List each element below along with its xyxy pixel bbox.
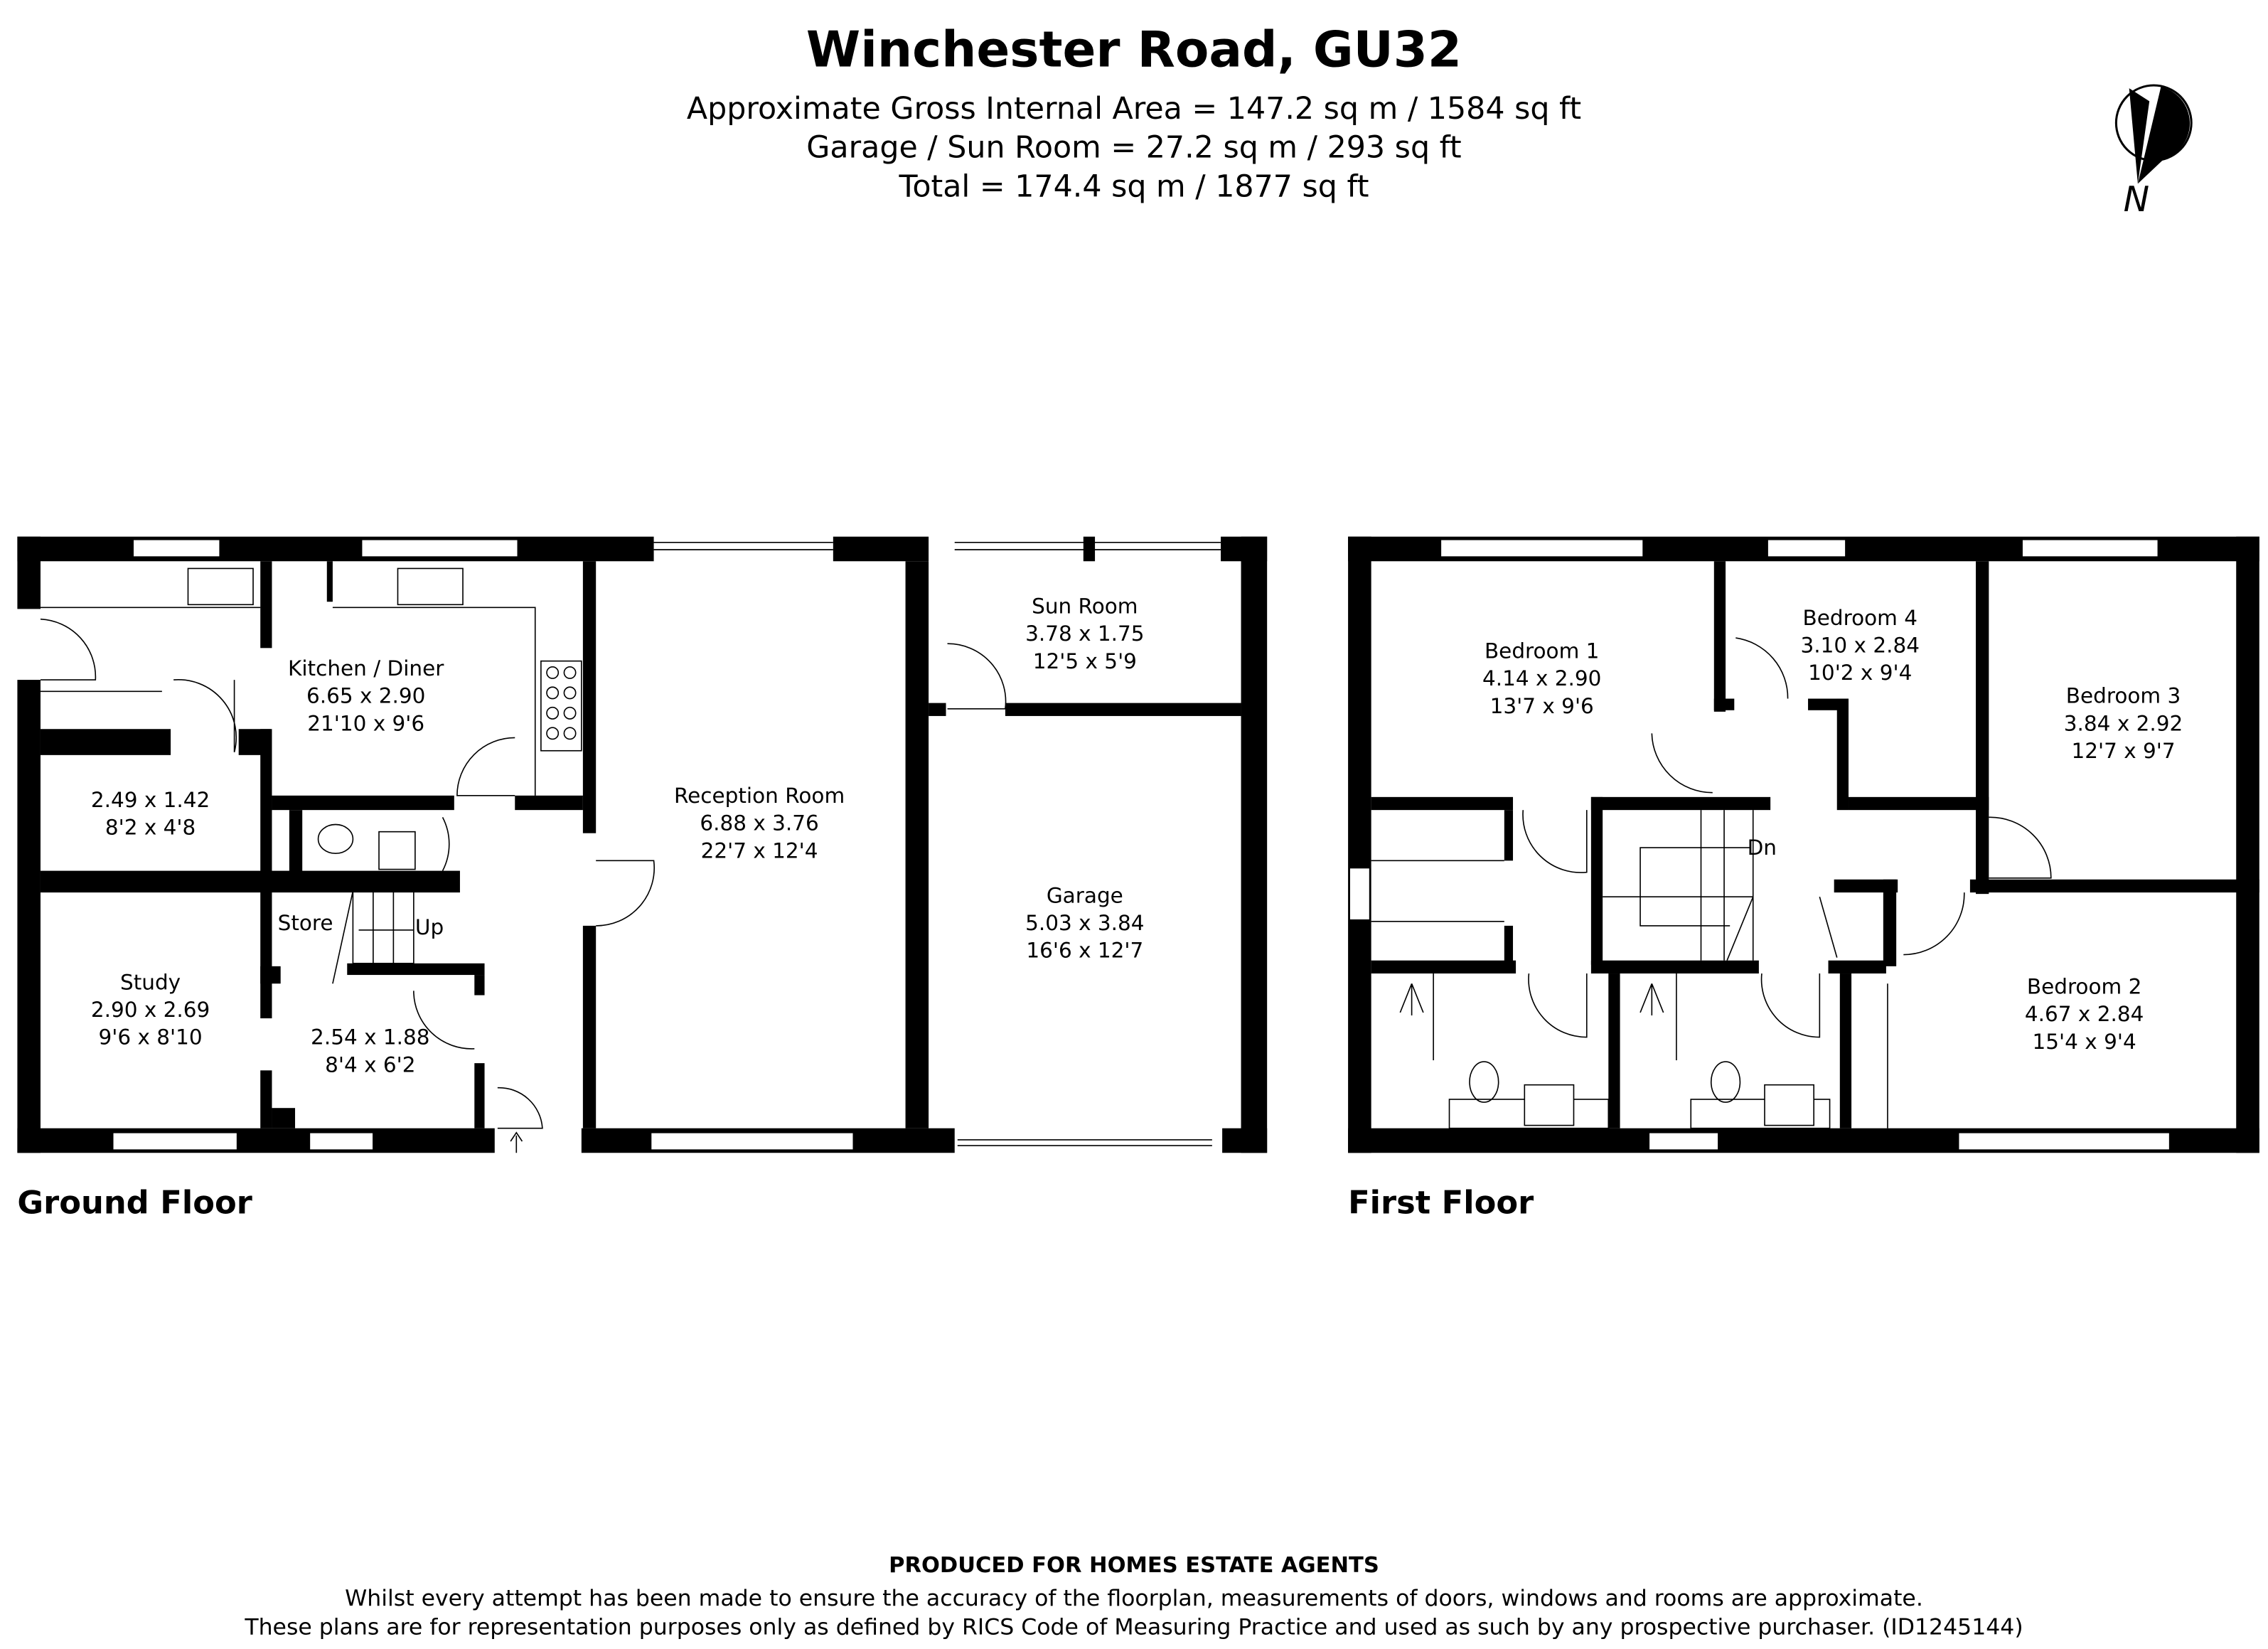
room-kitchen-diner: Kitchen / Diner 6.65 x 2.90 21'10 x 9'6 — [288, 656, 444, 735]
room-metric: 3.84 x 2.92 — [2064, 711, 2183, 735]
room-metric: 2.49 x 1.42 — [91, 788, 210, 812]
room-metric: 3.78 x 1.75 — [1025, 621, 1145, 646]
room-imperial: 13'7 x 9'6 — [1490, 694, 1594, 718]
room-imperial: 12'7 x 9'7 — [2071, 739, 2175, 763]
ground-floor-label: Ground Floor — [17, 1184, 252, 1222]
room-metric: 2.54 x 1.88 — [311, 1025, 430, 1050]
ground-floor-plan: Kitchen / Diner 6.65 x 2.90 21'10 x 9'6 … — [17, 536, 1268, 1153]
store-label: Store — [278, 911, 333, 935]
room-imperial: 8'4 x 6'2 — [325, 1052, 415, 1077]
room-name: Sun Room — [1032, 594, 1138, 619]
room-imperial: 22'7 x 12'4 — [701, 838, 818, 863]
room-name: Kitchen / Diner — [288, 656, 444, 681]
room-bedroom-2: Bedroom 2 4.67 x 2.84 15'4 x 9'4 — [2025, 975, 2144, 1054]
room-name: Bedroom 4 — [1803, 606, 1918, 630]
room-name: Reception Room — [674, 784, 845, 808]
room-bedroom-4: Bedroom 4 3.10 x 2.84 10'2 x 9'4 — [1801, 606, 1920, 685]
room-sun-room: Sun Room 3.78 x 1.75 12'5 x 5'9 — [1025, 594, 1145, 673]
first-floor-plan: Bedroom 1 4.14 x 2.90 13'7 x 9'6 Bedroom… — [1348, 536, 2259, 1153]
room-metric: 6.65 x 2.90 — [306, 684, 426, 708]
room-metric: 6.88 x 3.76 — [700, 811, 819, 836]
room-metric: 4.67 x 2.84 — [2025, 1002, 2144, 1026]
room-metric: 3.10 x 2.84 — [1801, 633, 1920, 657]
page-title: Winchester Road, GU32 — [806, 22, 1462, 79]
disclaimer-line-2: These plans are for representation purpo… — [244, 1615, 2023, 1640]
room-hall-area: 2.54 x 1.88 8'4 x 6'2 — [311, 1025, 430, 1077]
stairs-down-label: Dn — [1748, 836, 1777, 860]
room-imperial: 16'6 x 12'7 — [1026, 939, 1143, 963]
compass-label: N — [2124, 179, 2150, 220]
room-bedroom-1: Bedroom 1 4.14 x 2.90 13'7 x 9'6 — [1482, 639, 1602, 718]
first-floor-label: First Floor — [1348, 1184, 1534, 1222]
room-imperial: 9'6 x 8'10 — [98, 1025, 202, 1050]
room-metric: 4.14 x 2.90 — [1482, 666, 1602, 690]
stairs-up-label: Up — [415, 915, 444, 939]
area-gross: Approximate Gross Internal Area = 147.2 … — [687, 91, 1581, 127]
room-reception: Reception Room 6.88 x 3.76 22'7 x 12'4 — [674, 784, 845, 863]
producer-credit: PRODUCED FOR HOMES ESTATE AGENTS — [889, 1553, 1379, 1578]
room-imperial: 8'2 x 4'8 — [105, 816, 196, 840]
room-garage: Garage 5.03 x 3.84 16'6 x 12'7 — [1025, 883, 1145, 962]
room-name: Garage — [1047, 883, 1123, 907]
area-garage: Garage / Sun Room = 27.2 sq m / 293 sq f… — [806, 130, 1461, 166]
north-arrow-icon: N — [2114, 84, 2193, 220]
room-imperial: 12'5 x 5'9 — [1033, 649, 1137, 673]
room-imperial: 15'4 x 9'4 — [2033, 1030, 2136, 1054]
room-name: Study — [120, 970, 181, 994]
room-metric: 5.03 x 3.84 — [1025, 911, 1145, 935]
room-imperial: 21'10 x 9'6 — [307, 711, 424, 735]
disclaimer-line-1: Whilst every attempt has been made to en… — [345, 1586, 1923, 1611]
room-study: Study 2.90 x 2.69 9'6 x 8'10 — [91, 970, 210, 1049]
room-name: Bedroom 1 — [1485, 639, 1600, 663]
room-imperial: 10'2 x 9'4 — [1808, 661, 1912, 685]
room-utility: 2.49 x 1.42 8'2 x 4'8 — [91, 788, 210, 840]
area-total: Total = 174.4 sq m / 1877 sq ft — [898, 169, 1369, 205]
room-name: Bedroom 3 — [2066, 684, 2181, 708]
room-metric: 2.90 x 2.69 — [91, 998, 210, 1022]
room-name: Bedroom 2 — [2027, 975, 2142, 999]
room-bedroom-3: Bedroom 3 3.84 x 2.92 12'7 x 9'7 — [2064, 684, 2183, 763]
